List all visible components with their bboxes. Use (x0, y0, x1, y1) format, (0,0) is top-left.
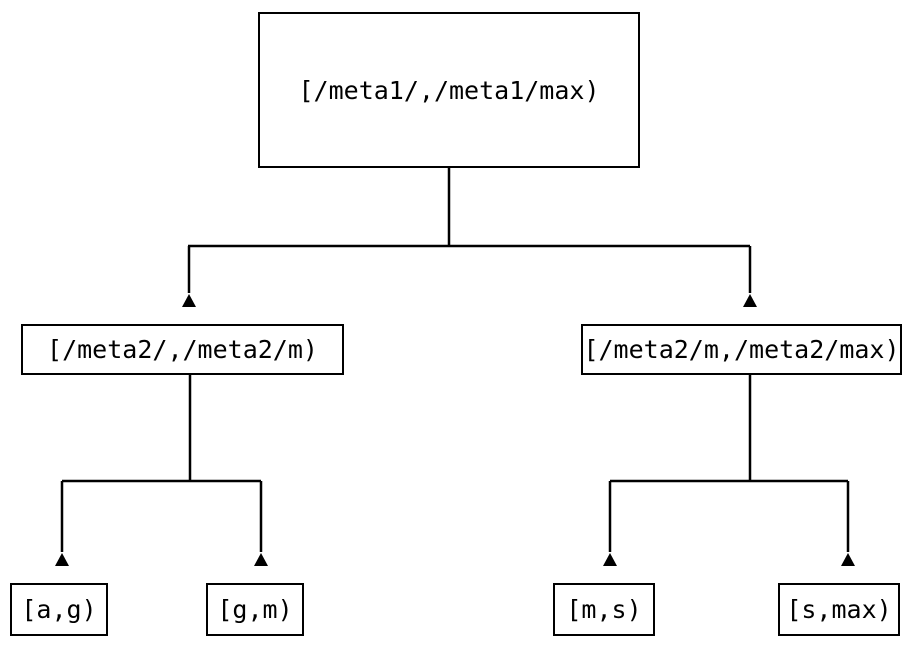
edge-midright-to-children (603, 375, 855, 566)
tree-node-mid-right[interactable]: [/meta2/m,/meta2/max) (581, 324, 902, 375)
tree-node-mid-left[interactable]: [/meta2/,/meta2/m) (21, 324, 344, 375)
tree-node-leaf-smax-label: [s,max) (786, 595, 892, 624)
tree-node-mid-right-label: [/meta2/m,/meta2/max) (583, 335, 900, 364)
edge-midleft-to-children (55, 375, 268, 566)
tree-node-root[interactable]: [/meta1/,/meta1/max) (258, 12, 640, 168)
edge-root-to-children (182, 168, 757, 307)
tree-node-leaf-ag-label: [a,g) (21, 595, 97, 624)
tree-node-leaf-ms[interactable]: [m,s) (553, 583, 655, 636)
tree-node-leaf-gm-label: [g,m) (217, 595, 293, 624)
tree-node-root-label: [/meta1/,/meta1/max) (298, 75, 600, 105)
tree-node-mid-left-label: [/meta2/,/meta2/m) (47, 335, 318, 364)
tree-node-leaf-ag[interactable]: [a,g) (10, 583, 108, 636)
tree-node-leaf-smax[interactable]: [s,max) (778, 583, 900, 636)
tree-node-leaf-ms-label: [m,s) (566, 595, 642, 624)
tree-node-leaf-gm[interactable]: [g,m) (206, 583, 304, 636)
